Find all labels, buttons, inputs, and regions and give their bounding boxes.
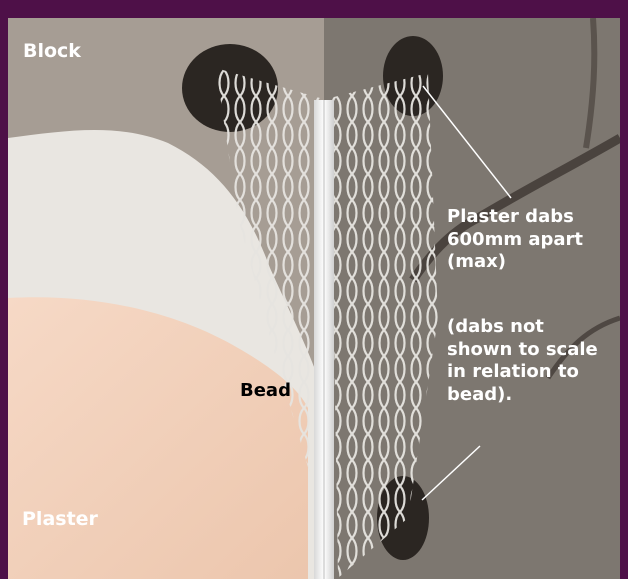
annotation-line: in relation to xyxy=(447,361,622,384)
bead-label: Bead xyxy=(240,380,291,403)
photo-illustration xyxy=(8,18,620,579)
annotation-line: shown to scale xyxy=(447,339,622,362)
annotation-line: Plaster dabs xyxy=(447,206,617,229)
plaster-label: Plaster xyxy=(22,508,98,532)
annotation-line: (dabs not xyxy=(447,316,622,339)
bead-installation-photo xyxy=(8,18,620,579)
annotation-line: bead). xyxy=(447,384,622,407)
plaster-dabs-annotation: Plaster dabs 600mm apart (max) xyxy=(447,206,617,274)
annotation-line: 600mm apart xyxy=(447,229,617,252)
block-label: Block xyxy=(23,40,81,64)
scale-note-annotation: (dabs not shown to scale in relation to … xyxy=(447,316,622,406)
annotation-line: (max) xyxy=(447,251,617,274)
